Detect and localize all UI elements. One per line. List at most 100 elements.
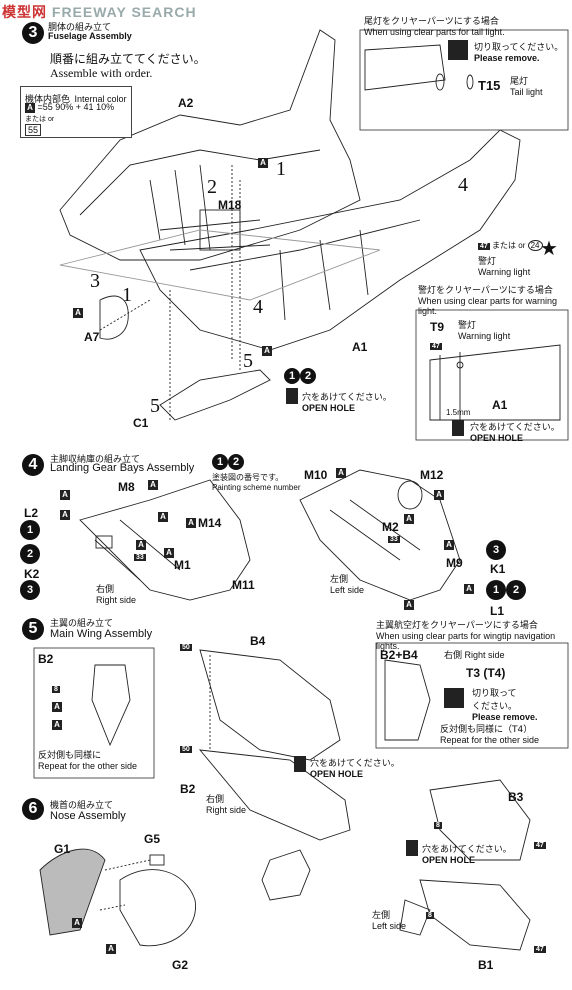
t9-label-en: Warning light [458,331,511,341]
color-a-marker: A [404,514,414,524]
color-a-marker: A [164,548,174,558]
color-a-marker: A [444,540,454,550]
paint-3-k2: 3 [20,580,40,600]
wingtip-title-jp: 主翼航空灯をクリヤーパーツにする場合 [376,621,538,631]
warning-color-a: 47 [478,243,490,250]
repeat-en: Repeat for the other side [38,761,138,771]
tail-light-label-en: Tail light [510,87,543,97]
color-a-marker: A [258,158,268,168]
part-label-t9: T9 [430,320,445,334]
wingtip-cut-jp2: ください。 [472,702,518,712]
wing-hole2-en: OPEN HOLE [422,855,476,865]
part-label-m9: M9 [446,556,463,570]
wing-hole-jp: 穴をあけてください。 [310,759,400,769]
wing-hole2-jp: 穴をあけてください。 [422,845,512,855]
wing-left-en: Left side [372,921,407,931]
step-3-instruction-jp: 順番に組み立ててください。 [50,52,206,66]
wing-b1 [419,879,531,951]
knife-icon [444,688,464,708]
color-a-marker: A [148,480,158,490]
wing-b4 [199,649,341,761]
step-5-title-en: Main Wing Assembly [50,628,153,640]
part-label-c1: C1 [133,416,149,430]
paint-scheme-2: 2 [228,454,244,470]
internal-color-alt: 55 [25,124,42,136]
paint-scheme-1: 1 [212,454,228,470]
warning-hole-en: OPEN HOLE [470,433,524,443]
color-a-marker: A [464,584,474,594]
color-label-a: A [25,103,35,113]
step-3-instruction-en: Assemble with order. [50,66,153,80]
drill-icon [294,756,306,772]
color-a-marker: A [158,512,168,522]
order-number-5: 5 [243,350,253,372]
warning-clear-title-en: When using clear parts for warning light… [418,296,558,316]
tag-47: 47 [534,946,546,953]
order-number-5b: 5 [150,395,160,417]
star-icon: ★ [540,238,558,260]
drill-icon [286,388,298,404]
wingtip-label: B2+B4 [380,648,418,662]
color-or-en: or [47,116,55,123]
step-6-title-en: Nose Assembly [50,810,126,822]
color-a-marker: A [52,702,62,712]
wingtip-repeat-jp: 反対側も同様に（T4） [440,725,533,735]
part-label-a1-hole: A1 [492,398,508,412]
warning-hole-jp: 穴をあけてください。 [470,423,560,433]
watermark: 模型网 FREEWAY SEARCH [2,2,197,22]
knife-icon [448,40,468,60]
right-side-en: Right side [96,595,137,605]
tag-47: 47 [534,842,546,849]
internal-color-title-en: Internal color [74,94,127,104]
part-label-a7: A7 [84,330,100,344]
order-number-1: 1 [276,158,286,180]
wing-hole-en: OPEN HOLE [310,769,364,779]
tail-light-title-en: When using clear parts for tail light. [364,27,505,37]
warning-clear-title-jp: 警灯をクリヤーパーツにする場合 [418,286,553,296]
wingtip-repeat-en: Repeat for the other side [440,735,540,745]
paint-3-k1: 3 [486,540,506,560]
drill-icon [406,840,418,856]
wing-right-en: Right side [206,805,247,815]
part-label-m1: M1 [174,558,191,572]
part-label-t3: T3 (T4) [466,666,506,680]
step-4-title-en: Landing Gear Bays Assembly [50,462,195,474]
part-label-m8: M8 [118,480,135,494]
warning-tag-47: 47 [430,343,442,350]
warning-light-label-en: Warning light [478,267,531,277]
internal-color-title-jp: 機体内部色 [25,95,71,105]
repeat-jp: 反対側も同様に [38,751,102,761]
part-label-l1: L1 [490,604,505,618]
part-label-a2: A2 [178,96,194,110]
paint-scheme-1: 1 [284,368,300,384]
tag-8: 8 [434,822,442,829]
tail-cut-jp: 切り取ってください。 [474,43,564,53]
tag-8: 8 [426,912,434,919]
watermark-text: FREEWAY SEARCH [51,4,197,20]
part-label-m10: M10 [304,468,328,482]
color-a-marker: A [52,720,62,730]
step-3-number: 3 [22,22,44,44]
color-or-jp: または [25,115,46,123]
wing-b2 [198,749,351,841]
wingtip-cut-jp: 切り取って [472,689,517,699]
tail-cut-en: Please remove. [474,53,540,63]
fuselage-left-half [59,29,361,261]
order-number-4b: 4 [458,174,468,196]
internal-color-formula: =55 90% + 41 10% [37,102,115,112]
warning-or: または or [492,241,526,250]
step-6-title-jp: 機首の組み立て [50,801,114,811]
paint-2-l2: 2 [20,544,40,564]
wing-left-jp: 左側 [372,911,391,921]
order-number-4: 4 [253,296,263,318]
wingtip-side-jp: 右側 [444,651,463,661]
part-label-m12: M12 [420,468,444,482]
part-label-b4: B4 [250,634,266,648]
paint-scheme-en: Painting scheme number [212,483,301,492]
warning-color-b: 24 [527,240,543,251]
right-side-jp: 右側 [96,585,115,595]
floor-plate [159,369,271,421]
tag-50: 50 [180,746,192,753]
